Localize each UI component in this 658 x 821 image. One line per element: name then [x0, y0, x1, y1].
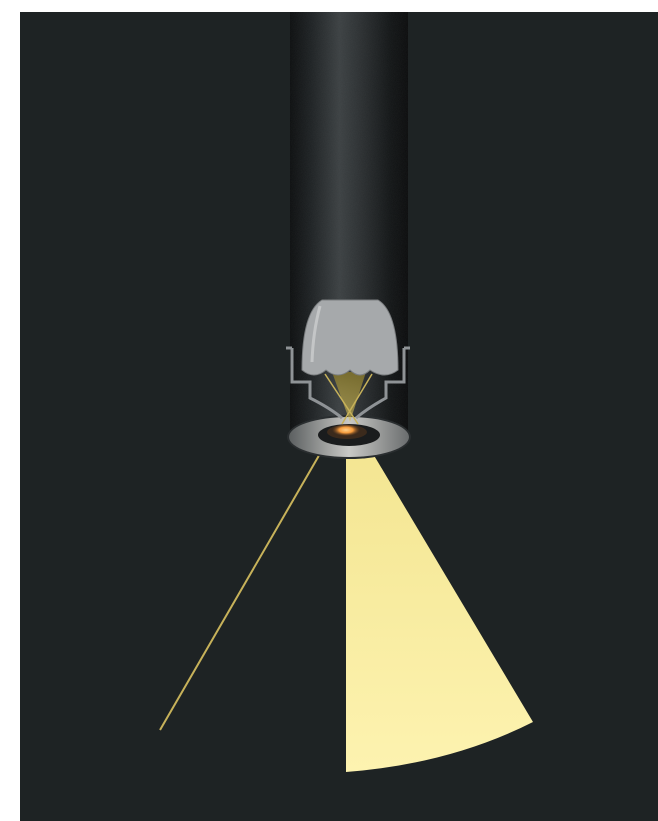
illustration-panel [20, 12, 658, 821]
lens-ring [287, 415, 411, 459]
hot-spot [332, 424, 360, 436]
light-cone [346, 442, 533, 772]
reflector-cup [302, 300, 398, 375]
spotlight-illustration [20, 12, 658, 821]
light-ray-line [160, 414, 343, 730]
